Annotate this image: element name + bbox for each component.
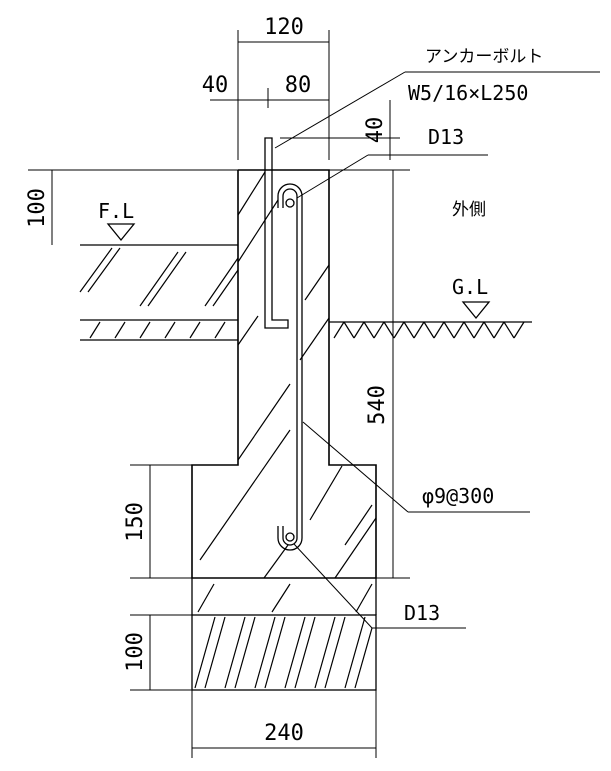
dim-anchor-projection: 40: [363, 117, 388, 144]
dimension-lines: [28, 30, 410, 758]
gap-hatch: [197, 583, 373, 613]
floor-fill: [79, 244, 239, 341]
dim-footing-height: 150: [123, 502, 148, 542]
exterior-side-label: 外側: [452, 200, 486, 220]
anchor-bolt: [264, 137, 289, 329]
floor-level-marker: [106, 223, 136, 242]
rebar-bottom-label: D13: [404, 601, 440, 625]
dim-anchor-offset: 40: [202, 73, 229, 98]
leader-lines: [274, 71, 600, 629]
ground-level-marker: [461, 301, 491, 320]
anchor-bolt-spec: W5/16×L250: [408, 81, 528, 105]
gravel-hatch: [194, 616, 373, 689]
rebar-vertical-label: φ9@300: [422, 484, 494, 508]
exterior-ground: [329, 321, 532, 339]
floor-level-label: F.L: [98, 199, 134, 223]
concrete-hatch: [199, 171, 377, 579]
anchor-bolt-title: アンカーボルト: [425, 47, 543, 67]
dim-stem-width: 120: [264, 15, 304, 40]
vertical-rebar: [277, 183, 303, 551]
ground-level-label: G.L: [452, 275, 488, 299]
foundation-outline: [191, 169, 377, 691]
dim-anchor-to-face: 80: [285, 73, 312, 98]
dim-gravel-height: 100: [123, 632, 148, 672]
dim-stem-height: 540: [365, 385, 390, 425]
dim-footing-width: 240: [264, 721, 304, 746]
rebar-top-label: D13: [428, 125, 464, 149]
dim-top-height: 100: [25, 188, 50, 228]
